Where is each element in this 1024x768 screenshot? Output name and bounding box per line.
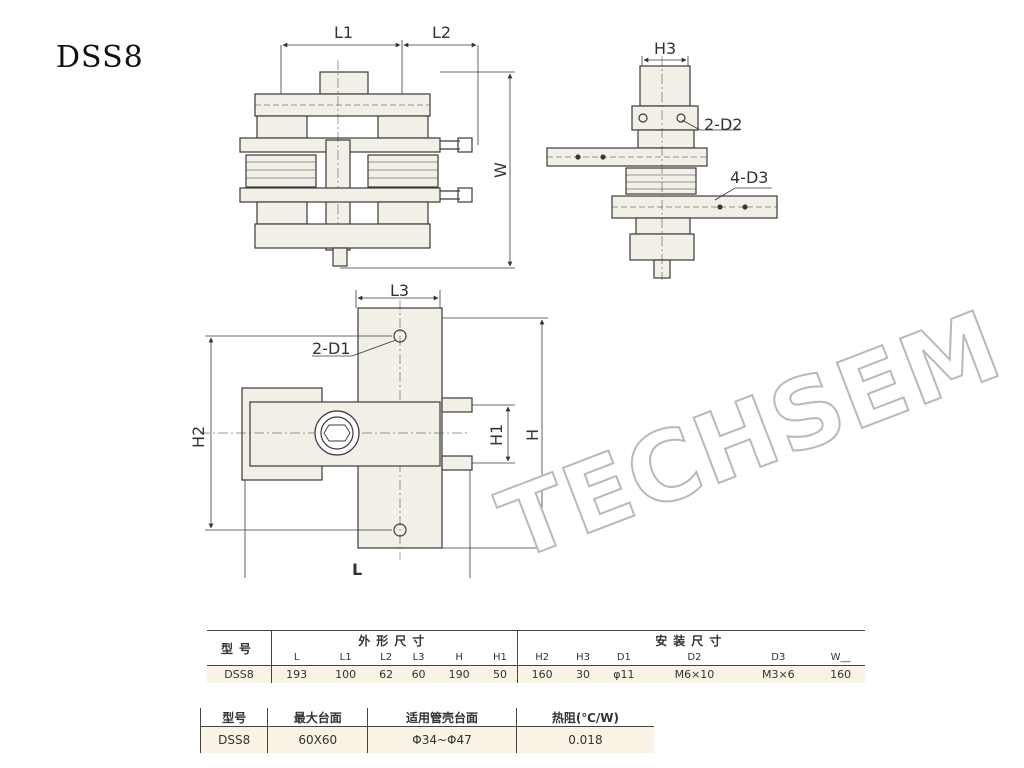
model-header: 型号	[207, 630, 272, 666]
dim-label-4-d3: 4-D3	[730, 168, 768, 187]
col-header: D2	[687, 651, 702, 663]
dim-label-h3: H3	[654, 39, 676, 58]
front-view	[239, 40, 515, 269]
value-cell: 60X60	[267, 726, 368, 753]
dim-label-l1: L1	[334, 23, 353, 42]
dim-label-l: L	[352, 560, 362, 579]
value-cell: 160	[516, 665, 567, 683]
col-header: 适用管壳台面	[367, 708, 517, 727]
dimension-table: 型号 外形尺寸 安装尺寸 L L1 L2 L3 H H1 H2 H3 D1 D2…	[207, 630, 865, 683]
col-header: L3	[412, 651, 425, 663]
thermal-table: 型号 最大台面 适用管壳台面 热阻(℃/W) DSS8 60X60 Φ34~Φ4…	[199, 708, 654, 753]
model-title: DSS8	[56, 40, 144, 75]
table-row: DSS8 60X60 Φ34~Φ47 0.018	[199, 726, 654, 753]
install-group-header: 安装尺寸	[516, 630, 865, 649]
value-cell: 100	[321, 665, 370, 683]
col-header: W__	[830, 651, 851, 663]
col-header: 热阻(℃/W)	[515, 708, 654, 727]
dim-label-l2: L2	[432, 23, 451, 42]
col-header: L1	[339, 651, 352, 663]
value-cell: DSS8	[199, 726, 268, 753]
col-header: L	[271, 649, 322, 666]
col-header: H2	[516, 649, 567, 666]
dim-label-2-d1: 2-D1	[312, 339, 350, 358]
value-cell: φ11	[599, 665, 649, 683]
top-view	[200, 290, 548, 578]
value-cell: 190	[434, 665, 484, 683]
technical-drawing: L1 L2 W H3 2-D2 4-D3 L3 2-D1 H2 H1 H L	[189, 23, 778, 579]
value-cell: Φ34~Φ47	[367, 726, 517, 753]
col-header: L2	[380, 651, 393, 663]
value-cell: 50	[483, 665, 517, 683]
side-view	[546, 56, 778, 280]
value-cell: 193	[271, 665, 322, 683]
value-cell: M6×10	[648, 665, 741, 683]
value-cell: 30	[566, 665, 600, 683]
dim-label-h1: H1	[487, 424, 506, 446]
value-cell: 62	[369, 665, 403, 683]
outline-group-header: 外形尺寸	[271, 630, 517, 649]
col-header: H	[455, 651, 463, 663]
col-header: D1	[616, 651, 631, 663]
value-cell: M3×6	[740, 665, 817, 683]
value-cell: 160	[816, 665, 865, 683]
table-row: DSS8 193 100 62 60 190 50 160 30 φ11 M6×…	[207, 665, 865, 683]
col-header: H3	[576, 651, 590, 663]
value-cell: 60	[402, 665, 435, 683]
model-cell: DSS8	[207, 665, 272, 683]
col-header: 型号	[199, 708, 268, 727]
dim-label-l3: L3	[390, 281, 409, 300]
dim-label-w: W	[491, 162, 510, 178]
col-header: D3	[771, 651, 786, 663]
col-header: 最大台面	[267, 708, 368, 727]
dim-label-2-d2: 2-D2	[704, 115, 742, 134]
dim-label-h: H	[523, 429, 542, 441]
value-cell: 0.018	[515, 726, 654, 753]
dim-label-h2: H2	[189, 426, 208, 448]
col-header: H1	[493, 651, 507, 663]
